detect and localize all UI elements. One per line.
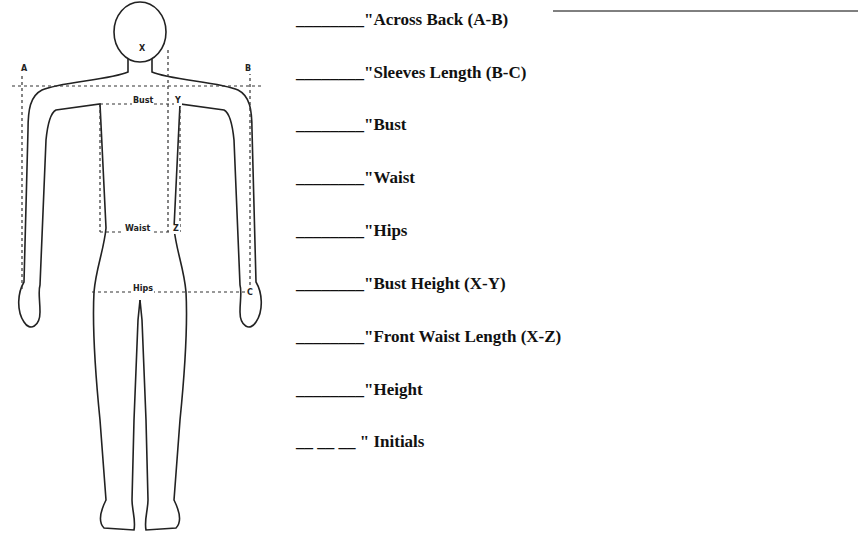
callout-letter: Waist: [124, 224, 151, 234]
measurement-field: ________"Height: [296, 380, 423, 400]
measurement-field: __ __ __ " Initials: [296, 432, 424, 452]
measurement-field: ________"Bust: [296, 115, 407, 135]
callout-letter: X: [138, 44, 146, 54]
measurement-field: ________"Bust Height (X-Y): [296, 274, 506, 294]
measure-lines: [12, 50, 262, 292]
measurement-field: ________"Waist: [296, 168, 415, 188]
body-outline: [19, 2, 262, 530]
callout-letter: C: [246, 288, 254, 298]
measurement-field: ________"Front Waist Length (X-Z): [296, 327, 561, 347]
callout-letter: Hips: [132, 284, 154, 294]
callout-letter: B: [244, 64, 252, 74]
callout-letter: Bust: [132, 96, 154, 106]
callout-letter: Y: [174, 96, 182, 106]
measurement-field: ________"Across Back (A-B): [296, 10, 508, 30]
callout-letter: A: [20, 64, 28, 74]
measurement-field: ________"Sleeves Length (B-C): [296, 63, 526, 83]
callout-letter: Z: [172, 224, 180, 234]
top-rule: [553, 11, 858, 12]
measurement-field: ________"Hips: [296, 221, 407, 241]
